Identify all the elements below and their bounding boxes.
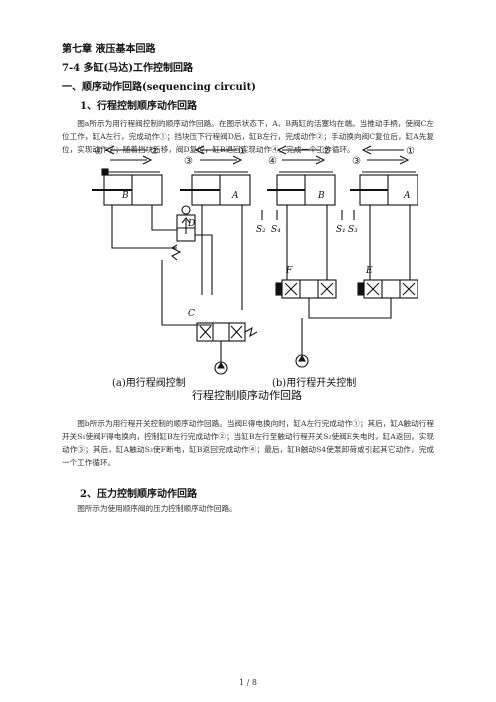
hydraulic-circuit-figure: B A D C B A F E S₂ S₄ S₁ S₃ ④ ② ③ ① ④ ② … xyxy=(92,145,418,400)
label-step2-a: ② xyxy=(150,146,159,157)
label-c: C xyxy=(188,309,195,319)
section-heading: 7-4 多缸(马达)工作控制回路 xyxy=(62,63,194,74)
caption-a: (a)用行程阀控制 xyxy=(112,376,186,389)
chapter-heading: 第七章 液压基本回路 xyxy=(62,44,156,55)
label-s3: S₃ xyxy=(348,225,358,235)
page-number: 1 / 8 xyxy=(239,678,257,687)
label-step2-b: ② xyxy=(322,146,331,157)
label-step4-b: ④ xyxy=(268,156,277,167)
label-s4: S₄ xyxy=(271,225,281,235)
subsection-heading-pressure: 2、压力控制顺序动作回路 xyxy=(80,489,197,500)
caption-b: (b)用行程开关控制 xyxy=(272,376,356,389)
label-e: E xyxy=(365,266,373,276)
label-step1-a: ① xyxy=(238,146,247,157)
figure-title: 行程控制顺序动作回路 xyxy=(192,388,302,400)
label-step3-b: ③ xyxy=(352,156,361,167)
label-a-a: A xyxy=(231,191,239,201)
label-a-b: A xyxy=(403,191,411,201)
label-step3-a: ③ xyxy=(184,156,193,167)
label-step4-a: ④ xyxy=(94,146,103,157)
subsection-heading: 一、顺序动作回路(sequencing circuit) xyxy=(62,82,256,93)
label-b-b: B xyxy=(317,191,325,201)
paragraph-pressure: 图所示为使用顺序阀的压力控制顺序动作回路。 xyxy=(77,504,237,513)
label-f: F xyxy=(285,266,293,276)
paragraph-fig-b: 图b所示为用行程开关控制的顺序动作回路。当阀E得电换向时，缸A左行完成动作①；其… xyxy=(62,419,434,467)
label-s2: S₂ xyxy=(256,225,266,235)
label-b-a: B xyxy=(121,191,129,201)
label-s1: S₁ xyxy=(336,225,346,235)
label-d: D xyxy=(187,219,195,229)
subsection-heading-travel: 1、行程控制顺序动作回路 xyxy=(80,101,197,112)
label-step1-b: ① xyxy=(406,146,415,157)
